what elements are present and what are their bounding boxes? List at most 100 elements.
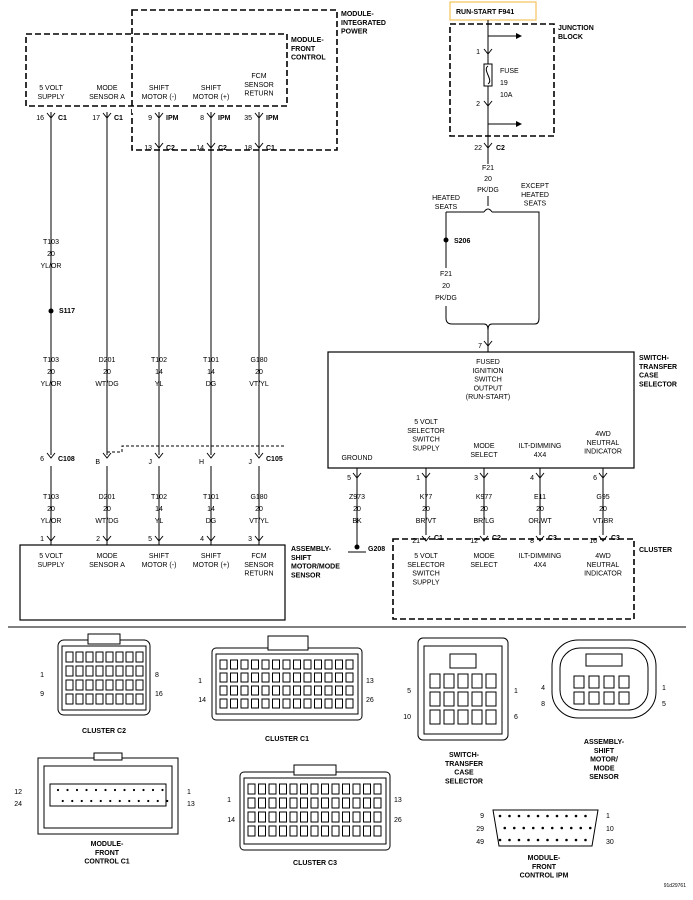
- connector-cavity: [85, 679, 94, 691]
- wire-gauge: 14: [207, 506, 215, 513]
- wire-circuit: F21: [440, 271, 452, 278]
- low-wire-labels: T103 20 YL/OR D201 20 WT/DG T102 14 YL T…: [40, 494, 268, 525]
- connector-cavity: [373, 797, 382, 809]
- wire-gauge: 20: [353, 506, 361, 513]
- wire-gauge: 20: [47, 369, 55, 376]
- pin-terminal: [254, 112, 264, 119]
- connector-cavity: [219, 685, 228, 696]
- connector-pin-dot: [517, 838, 521, 842]
- wire-circuit: T103: [43, 357, 59, 364]
- wire-gauge: 20: [255, 506, 263, 513]
- wire-circuit: Z973: [349, 494, 365, 501]
- connector-cavity: [230, 659, 238, 670]
- connector-cavity: [363, 797, 371, 809]
- connector-cavity: [300, 825, 308, 837]
- pin-number: 9: [148, 115, 152, 122]
- connector-pin-dot: [536, 814, 540, 818]
- pin-terminal: [206, 535, 216, 542]
- connector-pin-dot: [113, 788, 117, 792]
- pin-index: 8: [541, 701, 545, 708]
- connector-cavity: [240, 685, 249, 696]
- connector-pin-dot: [80, 799, 83, 803]
- connector-pin-dot: [574, 814, 578, 818]
- connector-cavity: [321, 825, 329, 837]
- connector-cavity: [65, 679, 74, 691]
- connector-cavity: [125, 651, 134, 663]
- pin-terminal: [154, 142, 164, 149]
- wire-circuit: T101: [203, 494, 219, 501]
- cluster-label: CLUSTER: [639, 547, 672, 554]
- connector-cavity: [314, 672, 322, 683]
- connector-cavity: [261, 698, 270, 709]
- connector-pin-dot: [579, 826, 583, 830]
- connector-cavity: [588, 675, 600, 689]
- connector-id: C1: [114, 115, 123, 122]
- wire-gauge: 20: [103, 369, 111, 376]
- wire-color: VT/BR: [593, 518, 614, 525]
- wire-circuit: K977: [476, 494, 492, 501]
- connector-pin-dot: [56, 788, 60, 792]
- wire-color: YL/OR: [40, 263, 61, 270]
- connector-cavity: [485, 691, 497, 707]
- connector-cavity: [335, 685, 343, 696]
- connector-cavity: [352, 825, 361, 837]
- connector-cavity: [618, 691, 630, 705]
- connector-cavity: [314, 685, 322, 696]
- wire-gauge: 20: [422, 506, 430, 513]
- connector-c108: C108: [58, 456, 75, 463]
- wire-gauge: 20: [442, 283, 450, 290]
- connector-pin-dot: [142, 788, 145, 792]
- connector-cavity: [115, 693, 124, 705]
- connector-cavity: [345, 672, 354, 683]
- connector-pin-dot: [569, 826, 573, 830]
- pin-index: 29: [476, 826, 484, 833]
- module-integrated-power-outline: [131, 9, 338, 151]
- pin-number: 3: [248, 536, 252, 543]
- connector-cavity: [240, 659, 249, 670]
- pin-terminal: [102, 535, 112, 542]
- wire-circuit: T101: [203, 357, 219, 364]
- connector-cavity: [618, 675, 630, 689]
- connector-cavity: [373, 825, 382, 837]
- connector-pin-dot: [66, 788, 69, 792]
- connector-cavity: [95, 665, 104, 677]
- switch-wire-labels: Z973 20 BK K77 20 BR/VT K977 20 BR/LG E1…: [349, 494, 613, 525]
- pin-index: 4: [541, 685, 545, 692]
- connector-cavity: [485, 709, 497, 725]
- wire-color: DG: [206, 381, 217, 388]
- wire-circuit: G95: [596, 494, 609, 501]
- pin-index: 5: [662, 701, 666, 708]
- wire-gauge: 14: [155, 369, 163, 376]
- pin-terminal: [206, 452, 216, 459]
- pin-index: 9: [40, 691, 44, 698]
- connector-cavity: [282, 672, 291, 683]
- connector-cavity: [373, 783, 382, 795]
- connector-cavity: [282, 698, 291, 709]
- connector-cavity: [115, 665, 124, 677]
- connector-id: C1: [434, 535, 443, 542]
- connector-cavity: [268, 797, 277, 809]
- connector-id: IPM: [166, 115, 179, 122]
- pin-terminal: [102, 112, 112, 119]
- connector-pin-dot: [90, 799, 93, 803]
- wire-gauge: 20: [480, 506, 488, 513]
- connector-pin-dot: [118, 799, 121, 803]
- connector-cavity: [457, 691, 469, 707]
- connector-cavity: [75, 651, 84, 663]
- connector-cavity: [443, 709, 455, 725]
- connector-cavity: [321, 811, 329, 823]
- connector-pin-dot: [584, 838, 587, 842]
- pin-terminal: [535, 472, 545, 479]
- pin-terminal: [206, 112, 216, 119]
- connector-pin-dot: [512, 826, 516, 830]
- connector-pin-dot: [527, 814, 530, 818]
